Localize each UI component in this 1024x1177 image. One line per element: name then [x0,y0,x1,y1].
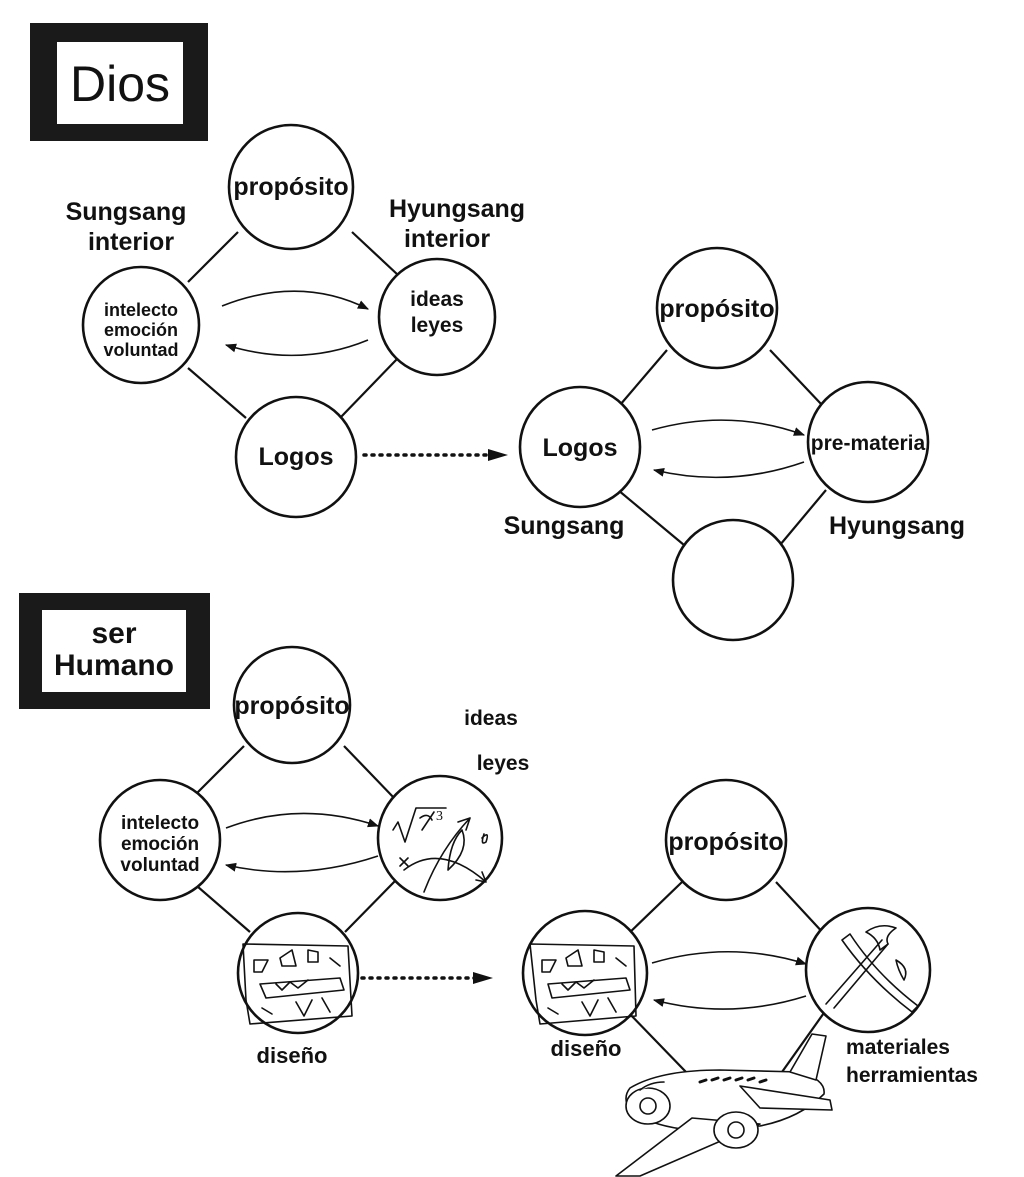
dios-purpose-label: propósito [233,173,348,201]
human-right-purpose-label: propósito [668,828,783,856]
human-arrow-right [225,812,380,829]
human-sungsang-line2: emoción [121,834,199,855]
dios-dotted-arrowhead [488,449,508,461]
human-arrow-left [224,855,379,873]
human-math-circle [376,774,504,902]
human-right-arrow-right [651,950,808,966]
dios-title: Dios [70,56,170,112]
dios-logos-label: Logos [259,443,334,471]
human-left-diamond: propósito intelecto emoción voluntad 3 [98,645,530,1068]
dios-hyungsang-label-1: Hyungsang [389,195,525,223]
human-tools-label: herramientas [846,1064,978,1087]
human-right-design-circle [521,909,649,1037]
dios-right-logos-label: Logos [543,434,618,462]
svg-text:3: 3 [436,809,443,824]
dios-logos-circle [234,395,358,519]
human-tools-circle [804,906,932,1034]
human-title-line1: ser [91,617,136,650]
human-title-box: ser Humano [19,593,210,709]
human-purpose-circle [232,645,352,765]
math-sketch-icon: 3 [392,807,489,893]
dios-right-purpose-label: propósito [659,295,774,323]
dios-sungsang-circle [81,265,201,385]
tools-sketch-icon [825,924,919,1013]
dios-hyungsang-circle [377,257,497,377]
human-right-purpose-circle [664,778,788,902]
dios-purpose-circle [227,123,355,251]
dios-prematter-label: pre-materia [811,432,926,455]
dios-empty-circle [671,518,795,642]
blueprint-sketch-icon [529,943,637,1025]
dios-sungsang-line2: emoción [104,320,178,340]
dios-right-purpose-circle [655,246,779,370]
dios-right-hyungsang-label: Hyungsang [829,512,965,540]
dios-sungsang-line1: intelecto [104,300,178,320]
airplane-icon [615,1033,833,1177]
dios-arrow-left [224,339,369,357]
human-ideas-label: ideas [464,707,518,730]
human-right-arrow-left [652,995,807,1010]
human-laws-label: leyes [477,752,530,775]
human-right-design-label: diseño [551,1036,622,1061]
dios-hyungsang-line1: ideas [410,288,464,311]
dios-arrow-right [221,290,370,310]
human-sungsang-line1: intelecto [121,813,199,834]
dios-right-diamond: propósito Logos pre-materia Sungsang Hyu… [504,246,965,642]
dios-sungsang-line3: voluntad [104,340,179,360]
dios-right-arrow-right [651,419,806,436]
human-sungsang-circle [98,778,222,902]
human-title-line2: Humano [54,649,174,682]
human-design-circle [236,911,360,1035]
blueprint-sketch-icon [242,943,353,1025]
human-materials-label: materiales [846,1036,950,1059]
human-design-label: diseño [257,1043,328,1068]
dios-left-diamond: propósito intelecto emoción voluntad ide… [66,123,525,519]
dios-hyungsang-line2: leyes [411,314,464,337]
dios-sungsang-label-1: Sungsang [66,198,187,226]
human-dotted-arrowhead [473,972,493,984]
dios-right-logos-circle [518,385,642,509]
dios-right-sungsang-label: Sungsang [504,512,625,540]
dios-right-arrow-left [652,461,805,479]
dios-title-box: Dios [30,23,208,141]
human-sungsang-line3: voluntad [120,855,199,876]
dios-prematter-circle [806,380,930,504]
dios-sungsang-label-2: interior [88,228,174,256]
human-purpose-label: propósito [234,692,349,720]
human-right-diamond: propósito [521,778,978,1177]
dios-hyungsang-label-2: interior [404,225,490,253]
